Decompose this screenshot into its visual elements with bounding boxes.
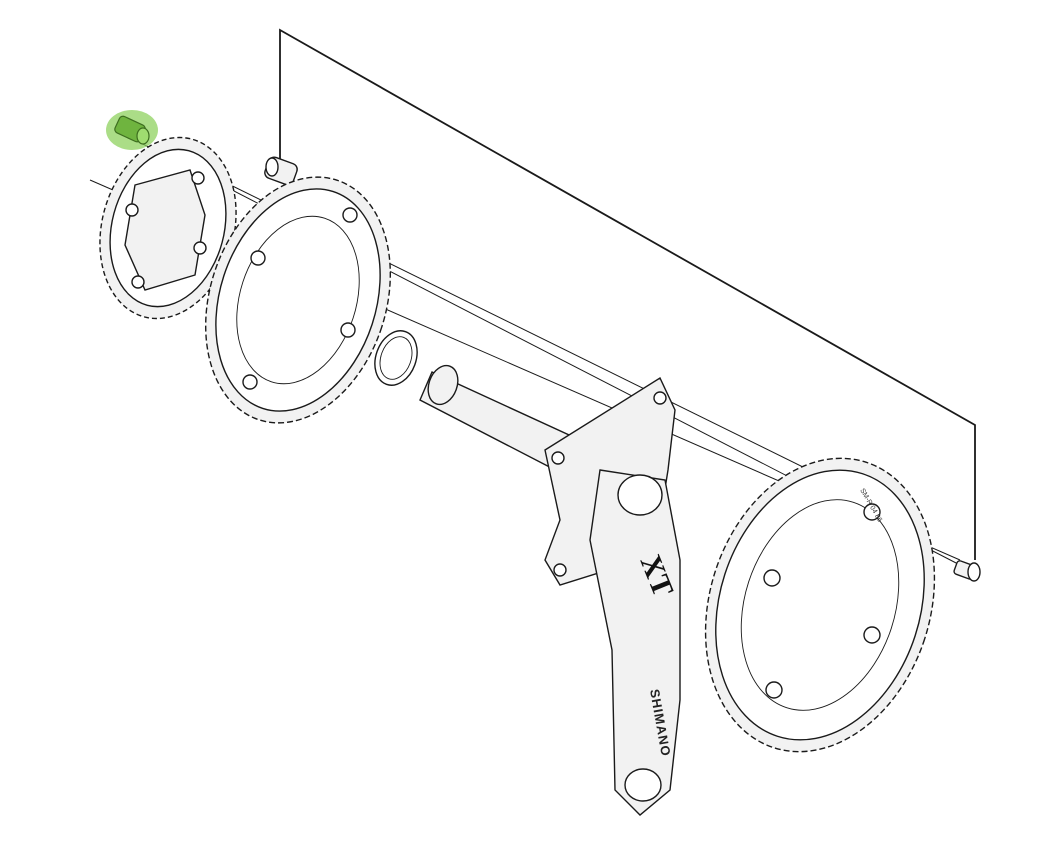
small-chainring-cutout bbox=[124, 169, 206, 291]
spacer-ring-outer bbox=[374, 330, 418, 386]
middle-chainring[interactable] bbox=[175, 153, 420, 447]
large-chainring-bolt-hole-4 bbox=[765, 681, 783, 699]
middle-chainring-bolt-hole-1 bbox=[342, 207, 358, 223]
spider-bolt-hole-2 bbox=[551, 451, 565, 465]
large-chainring-bolt-hole-2 bbox=[763, 569, 781, 587]
small-chainring-bolt-hole-4 bbox=[131, 275, 145, 289]
small-chainring[interactable] bbox=[80, 122, 255, 334]
sleeve-nut-end bbox=[265, 157, 279, 177]
crank-arm-with-axle[interactable]: XT SHIMANO bbox=[419, 361, 681, 816]
spacer-ring-inner bbox=[379, 336, 413, 380]
large-chainring-inner-edge bbox=[740, 499, 900, 711]
small-chainring-bolt-hole-3 bbox=[193, 241, 207, 255]
chainring-bolt-head bbox=[967, 562, 981, 582]
small-chainring-bolt-hole-2 bbox=[125, 203, 139, 217]
large-chainring-bolt-hole-3 bbox=[863, 626, 881, 644]
spider-bolt-hole-1 bbox=[653, 391, 667, 405]
middle-chainring-body bbox=[215, 188, 381, 412]
middle-chainring-bolt-hole-4 bbox=[242, 374, 258, 390]
chainring-bolt-highlighted[interactable] bbox=[106, 110, 158, 150]
spacer-ring[interactable] bbox=[368, 325, 425, 391]
chainring-bolt[interactable] bbox=[953, 560, 981, 582]
large-chainring[interactable]: SM-R 04 86 bbox=[669, 428, 971, 781]
spider-bolt-hole-3 bbox=[553, 563, 567, 577]
middle-chainring-inner-edge bbox=[236, 215, 360, 385]
middle-chainring-bolt-hole-3 bbox=[340, 322, 356, 338]
axle-spline-end bbox=[427, 364, 459, 406]
large-chainring-body bbox=[715, 469, 925, 741]
crank-arm-body bbox=[589, 469, 681, 816]
small-chainring-bolt-hole-1 bbox=[191, 171, 205, 185]
middle-chainring-bolt-hole-2 bbox=[250, 250, 266, 266]
bolt-alignment-bracket bbox=[279, 28, 976, 560]
bolt-sleeve-nut[interactable] bbox=[263, 156, 299, 187]
crank-axle-hole bbox=[617, 474, 663, 516]
bolt-head bbox=[136, 127, 150, 145]
pedal-eye bbox=[624, 768, 662, 802]
large-chainring-bolt-hole-1 bbox=[863, 503, 881, 521]
